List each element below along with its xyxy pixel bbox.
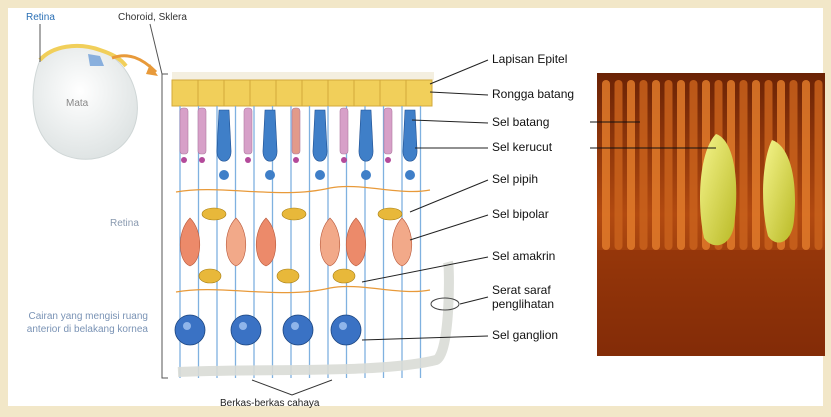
retina-bracket [162,74,168,378]
rod-nucleus [293,157,299,163]
epithelium-layer [172,80,432,106]
retina-top-label: Retina [26,12,55,23]
rod-nucleus [181,157,187,163]
epithelial-cell [354,80,380,106]
photo-rod [677,80,685,250]
amacrine-cell [277,269,299,283]
horizontal-cell [282,208,306,220]
photo-rod [665,80,673,250]
callout-sel-bipolar: Sel bipolar [492,207,549,221]
synapse-line [176,286,430,292]
callout-serat-saraf: Serat saraf penglihatan [492,283,582,311]
epithelial-cell [276,80,302,106]
interneuron-layer [176,186,430,292]
synapse-line [176,186,430,192]
ganglion-nucleus [339,322,347,330]
epithelial-cell [406,80,432,106]
photo-rod [602,80,610,250]
cone-nucleus [361,170,371,180]
callout-sel-kerucut: Sel kerucut [492,140,552,154]
choroid-sklera-label: Choroid, Sklera [118,12,187,23]
bipolar-cell [320,218,340,266]
rod-nucleus [341,157,347,163]
cone-nucleus [219,170,229,180]
callout-sel-pipih: Sel pipih [492,172,538,186]
epithelial-cell [302,80,328,106]
cone-nucleus [315,170,325,180]
cone-cell [359,110,373,161]
photo-rod [690,80,698,250]
callout-sel-ganglion: Sel ganglion [492,328,558,342]
rod-nucleus [385,157,391,163]
rod-cell [180,108,188,154]
horizontal-cell [202,208,226,220]
photo-rod [752,80,760,250]
ganglion-cell [175,315,205,345]
photo-rod [652,80,660,250]
light-bundle-bracket [252,380,332,395]
ganglion-nucleus [183,322,191,330]
epithelial-cell [198,80,224,106]
epithelial-cell [380,80,406,106]
photoreceptor-layer [180,108,417,180]
bipolar-cell [180,218,200,266]
callout-rongga-batang: Rongga batang [492,87,574,101]
bipolar-cell [346,218,366,266]
rod-cell [244,108,252,154]
amacrine-cell [333,269,355,283]
bipolar-cell [392,218,412,266]
ganglion-nucleus [291,322,299,330]
retina-side-label: Retina [110,218,139,229]
photo-lower-layer [597,250,825,356]
horizontal-cell [378,208,402,220]
cone-cell [313,110,327,161]
ganglion-cell [331,315,361,345]
rod-nucleus [199,157,205,163]
cone-cell [217,110,231,161]
callout-sel-amakrin: Sel amakrin [492,249,555,263]
ganglion-nucleus [239,322,247,330]
light-bundle-label: Berkas-berkas cahaya [220,398,320,409]
eye-illustration [33,46,158,159]
ganglion-cell [283,315,313,345]
sem-photo [590,73,825,356]
eye-label: Mata [66,98,88,109]
rod-cell [384,108,392,154]
photo-rod [740,80,748,250]
photo-rod [802,80,810,250]
rod-nucleus [245,157,251,163]
amacrine-cell [199,269,221,283]
ganglion-cell [231,315,261,345]
photo-rod [615,80,623,250]
bipolar-cell [226,218,246,266]
cone-cell [263,110,277,161]
callout-lapisan-epitel: Lapisan Epitel [492,52,567,66]
cone-nucleus [265,170,275,180]
epithelial-cell [224,80,250,106]
rod-cell [340,108,348,154]
epithelial-cell [172,80,198,106]
callout-sel-batang: Sel batang [492,115,549,129]
rod-cell [292,108,300,154]
ganglion-layer [175,315,361,345]
photo-rod [640,80,648,250]
photo-rod [815,80,823,250]
photo-rod [627,80,635,250]
rod-cell [198,108,206,154]
cone-nucleus [405,170,415,180]
epithelial-cell [250,80,276,106]
cone-cell [403,110,417,161]
anterior-fluid-label: Cairan yang mengisi ruang anterior di be… [18,310,148,336]
epithelial-cell [328,80,354,106]
